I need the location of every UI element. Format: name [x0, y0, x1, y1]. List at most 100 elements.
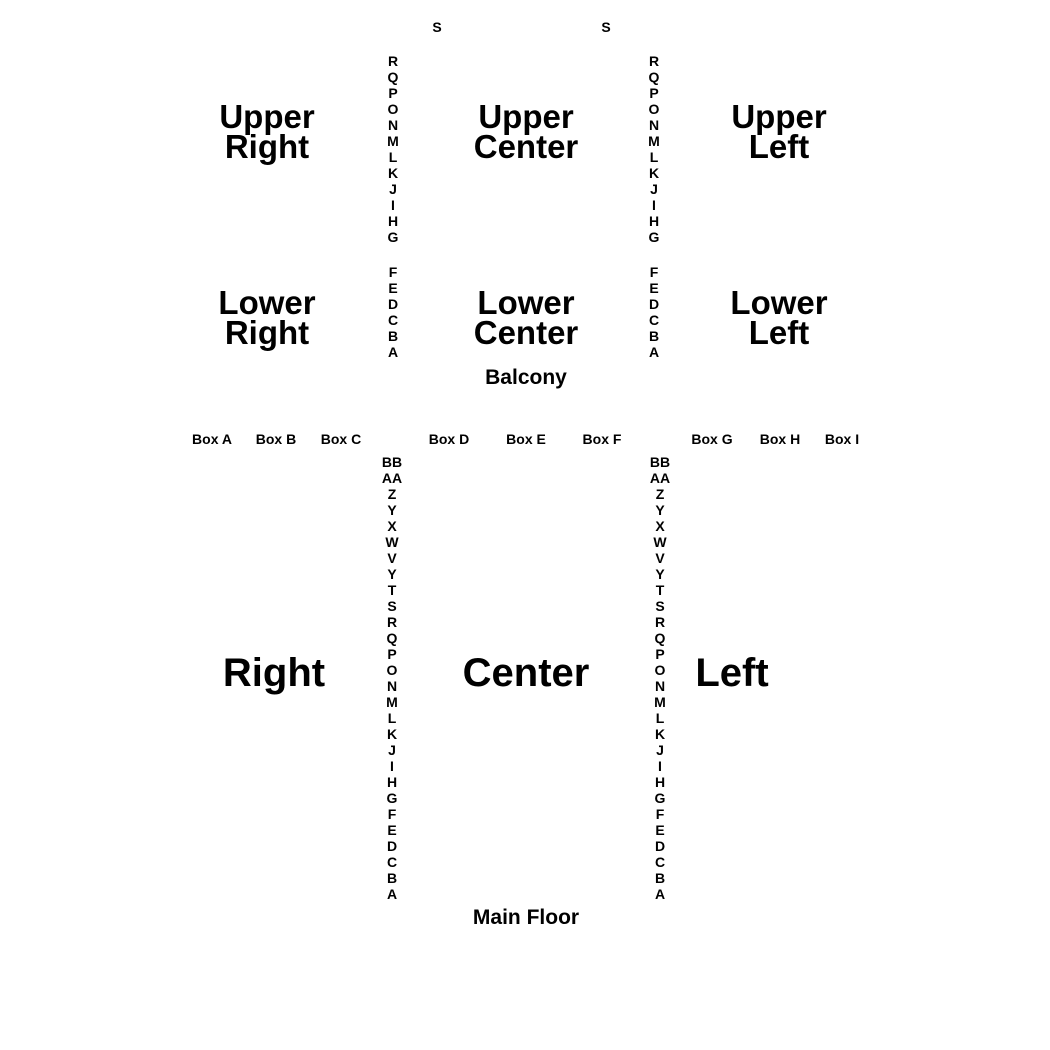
stair-label-left: S: [432, 19, 442, 35]
row-letter: G: [386, 790, 398, 806]
row-letter: R: [387, 53, 399, 69]
row-letter: T: [387, 582, 397, 598]
row-letter: M: [648, 133, 660, 149]
row-letter: K: [654, 726, 666, 742]
row-letter: B: [386, 870, 398, 886]
row-letter: O: [648, 101, 660, 117]
row-letter: B: [648, 328, 660, 344]
section-center[interactable]: Center: [462, 651, 590, 695]
row-letter: Y: [655, 502, 665, 518]
balcony-label: Balcony: [485, 366, 567, 389]
row-letter: G: [387, 229, 399, 245]
row-letter: P: [387, 646, 397, 662]
row-letter: E: [649, 280, 659, 296]
section-upper-right-line1: Upper: [219, 98, 315, 135]
row-letter: B: [654, 870, 666, 886]
box-g[interactable]: Box G: [691, 431, 733, 447]
row-letter: V: [387, 550, 397, 566]
row-letter: I: [658, 758, 662, 774]
row-letter: L: [388, 149, 398, 165]
box-e[interactable]: Box E: [506, 431, 546, 447]
row-letter: BB: [381, 454, 403, 470]
row-letter: R: [648, 53, 660, 69]
row-letter: C: [387, 312, 399, 328]
box-h[interactable]: Box H: [759, 431, 801, 447]
section-lower-left-line2: Left: [748, 314, 810, 351]
row-letter: Q: [387, 69, 399, 85]
box-c[interactable]: Box C: [320, 431, 362, 447]
row-letter: H: [387, 213, 399, 229]
row-letter: Y: [387, 566, 397, 582]
row-letter: Z: [655, 486, 665, 502]
row-letter: E: [655, 822, 665, 838]
row-letter: F: [655, 806, 665, 822]
box-i[interactable]: Box I: [824, 431, 860, 447]
row-letter: D: [654, 838, 666, 854]
row-letter: Q: [648, 69, 660, 85]
box-d[interactable]: Box D: [428, 431, 470, 447]
row-letter: A: [654, 886, 666, 902]
section-upper-left-line1: Upper: [731, 98, 827, 135]
row-letter: S: [387, 598, 397, 614]
section-upper-left[interactable]: Upper Left: [679, 98, 879, 165]
row-letter: Y: [655, 566, 665, 582]
row-letter: C: [648, 312, 660, 328]
row-letter: AA: [381, 470, 403, 486]
section-upper-right-line2: Right: [224, 128, 310, 165]
row-letter: L: [649, 149, 659, 165]
row-letter: R: [654, 614, 666, 630]
section-left[interactable]: Left: [695, 651, 769, 695]
row-letter: Y: [387, 502, 397, 518]
row-letter: N: [387, 117, 399, 133]
box-f[interactable]: Box F: [582, 431, 622, 447]
row-letter: F: [388, 264, 398, 280]
row-letter: Z: [387, 486, 397, 502]
row-letter: T: [655, 582, 665, 598]
row-letter: A: [386, 886, 398, 902]
main-floor-label: Main Floor: [472, 906, 580, 929]
row-letter: H: [654, 774, 666, 790]
row-letter: A: [648, 344, 660, 360]
row-letter: M: [654, 694, 666, 710]
section-lower-right-line2: Right: [224, 314, 310, 351]
row-letter: O: [654, 662, 666, 678]
row-letter: A: [387, 344, 399, 360]
section-lower-left[interactable]: Lower Left: [679, 284, 879, 351]
row-letter: P: [649, 85, 659, 101]
row-letter: N: [386, 678, 398, 694]
row-letter: G: [654, 790, 666, 806]
row-letter: I: [390, 758, 394, 774]
row-letter: K: [386, 726, 398, 742]
section-lower-left-line1: Lower: [730, 284, 828, 321]
section-upper-right[interactable]: Upper Right: [167, 98, 367, 165]
section-lower-center[interactable]: Lower Center: [426, 286, 626, 349]
row-letter: BB: [649, 454, 671, 470]
section-upper-left-line2: Left: [748, 128, 810, 165]
row-letter: J: [389, 181, 397, 197]
row-letter: W: [385, 534, 399, 550]
row-letter: D: [387, 296, 399, 312]
section-lower-right[interactable]: Lower Right: [167, 286, 367, 351]
row-letter: D: [386, 838, 398, 854]
row-letter: X: [387, 518, 397, 534]
row-letter: V: [655, 550, 665, 566]
box-b[interactable]: Box B: [255, 431, 297, 447]
section-right[interactable]: Right: [222, 651, 326, 695]
row-letter: R: [386, 614, 398, 630]
row-letter: Q: [654, 630, 666, 646]
row-letter: S: [655, 598, 665, 614]
section-upper-center[interactable]: Upper Center: [426, 98, 626, 163]
section-upper-center-line1: Upper: [478, 98, 574, 135]
row-letter: I: [391, 197, 395, 213]
box-a[interactable]: Box A: [192, 431, 232, 447]
row-letter: P: [388, 85, 398, 101]
row-letter: F: [387, 806, 397, 822]
row-letter: J: [388, 742, 396, 758]
row-letter: N: [648, 117, 660, 133]
row-letter: L: [387, 710, 397, 726]
